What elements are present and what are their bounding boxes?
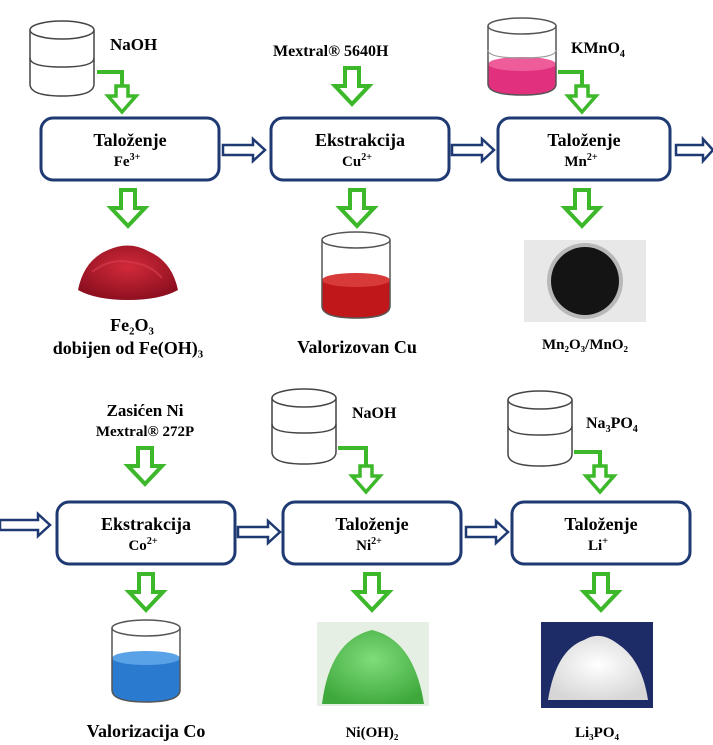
beaker-kmno4-icon (487, 17, 557, 96)
svg-text:Taloženje: Taloženje (564, 514, 637, 534)
green-bend-arrow-icon (558, 70, 600, 115)
svg-text:Mn2+: Mn2+ (564, 152, 598, 170)
reagent-zasicen-ni-label: Zasićen Ni (107, 401, 184, 420)
reagent-naoh-label: NaOH (110, 35, 157, 54)
product-mn-oxide-label: Mn₂O₃/MnO₂ (542, 337, 628, 353)
li3po4-powder-image (541, 622, 653, 708)
svg-text:Ekstrakcija: Ekstrakcija (101, 514, 191, 534)
green-bend-arrow-icon (97, 70, 140, 115)
step-box-li: Taloženje Li+ (510, 500, 692, 566)
fe2o3-powder-image (78, 245, 178, 300)
svg-text:Taloženje: Taloženje (93, 130, 166, 150)
product-cu-label: Valorizovan Cu (297, 337, 417, 357)
flow-arrow-incoming-icon (0, 511, 52, 539)
green-down-arrow-icon (563, 188, 601, 228)
green-down-arrow-icon (127, 572, 165, 612)
beaker-cu-icon (321, 231, 391, 319)
svg-text:Ni2+: Ni2+ (356, 536, 382, 554)
beaker-naoh-icon (271, 388, 337, 465)
svg-text:Fe3+: Fe3+ (114, 152, 141, 170)
green-down-arrow-icon (582, 572, 620, 612)
svg-text:Li+: Li+ (588, 536, 608, 554)
svg-text:Ekstrakcija: Ekstrakcija (315, 130, 405, 150)
green-down-arrow-icon (333, 66, 371, 106)
reagent-na3po4-label: Na3PO4 (586, 415, 638, 435)
step-box-fe: Taloženje Fe3+ (39, 116, 221, 182)
step-box-mn: Taloženje Mn2+ (496, 116, 672, 182)
green-down-arrow-icon (338, 188, 376, 228)
step-box-co: Ekstrakcija Co2+ (55, 500, 237, 566)
beaker-co-icon (111, 619, 181, 703)
reagent-mextral-272p-label: Mextral® 272P (96, 424, 194, 440)
step-box-ni: Taloženje Ni2+ (281, 500, 463, 566)
product-co-label: Valorizacija Co (87, 721, 206, 741)
product-fe2o3-label: Fe₂O₃ (110, 315, 154, 335)
green-bend-arrow-icon (574, 450, 618, 495)
flow-arrow-right-icon (236, 519, 282, 545)
step-box-cu: Ekstrakcija Cu2+ (269, 116, 451, 182)
svg-text:Co2+: Co2+ (128, 536, 157, 554)
reagent-naoh-label: NaOH (352, 405, 397, 422)
flow-arrow-right-icon (464, 519, 510, 545)
green-down-arrow-icon (109, 188, 147, 228)
green-bend-arrow-icon (338, 446, 384, 495)
reagent-kmno4-label: KMnO4 (571, 40, 625, 60)
beaker-na3po4-icon (507, 390, 573, 467)
mn-oxide-dish-image (524, 240, 646, 322)
green-down-arrow-icon (126, 446, 164, 486)
svg-text:Cu2+: Cu2+ (342, 152, 372, 170)
svg-text:Taloženje: Taloženje (547, 130, 620, 150)
product-fe2o3-source-label: dobijen od Fe(OH)₃ (53, 338, 204, 359)
product-nioh2-label: Ni(OH)₂ (346, 725, 399, 741)
nioh2-powder-image (317, 622, 429, 706)
svg-text:Taloženje: Taloženje (335, 514, 408, 534)
flow-arrow-right-icon (450, 137, 496, 163)
green-down-arrow-icon (353, 572, 391, 612)
product-li3po4-label: Li₃PO₄ (575, 725, 619, 741)
reagent-mextral-label: Mextral® 5640H (273, 43, 389, 60)
flow-arrow-right-icon (221, 137, 267, 163)
beaker-naoh-icon (29, 20, 95, 97)
flow-arrow-continue-icon (674, 135, 713, 165)
